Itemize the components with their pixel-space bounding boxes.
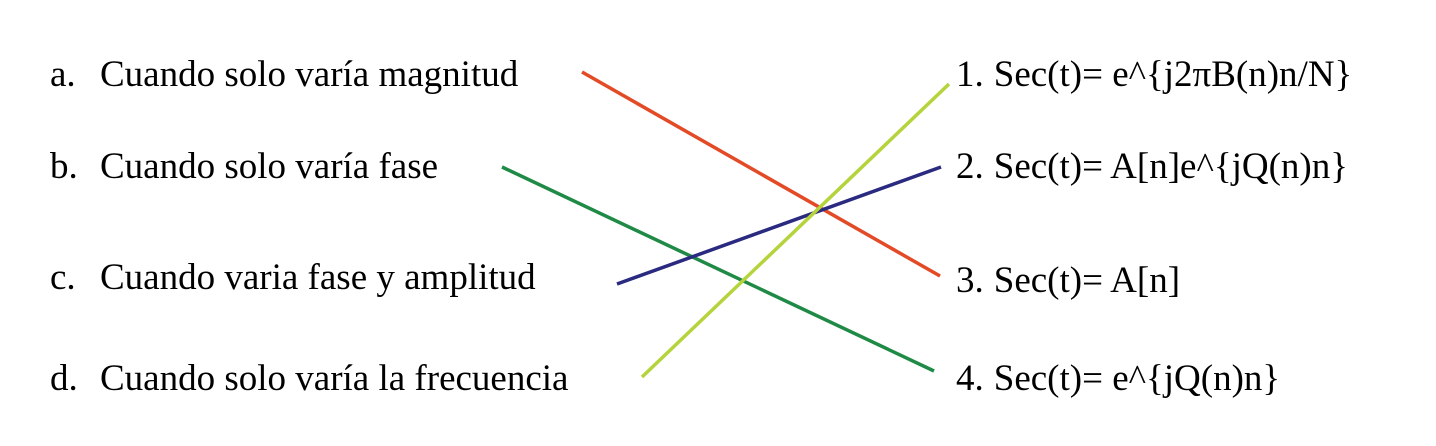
formula-text: Sec(t)= e^{j2πB(n)n/N}	[993, 54, 1353, 95]
item-marker: b.	[50, 146, 78, 187]
item-text: Cuando solo varía la frecuencia	[100, 358, 569, 399]
right-item-1: 1.Sec(t)= e^{j2πB(n)n/N}	[956, 56, 1352, 93]
item-marker: 2.	[956, 146, 984, 187]
item-text: Cuando varia fase y amplitud	[100, 257, 536, 298]
right-item-4: 4.Sec(t)= e^{jQ(n)n}	[956, 360, 1280, 397]
item-marker: 3.	[956, 260, 984, 301]
formula-text: Sec(t)= e^{jQ(n)n}	[993, 358, 1281, 399]
left-item-c: c. Cuando varia fase y amplitud	[50, 259, 536, 296]
connector-b-to-4	[501, 165, 935, 373]
left-item-b: b. Cuando solo varía fase	[50, 148, 438, 185]
item-marker: 4.	[956, 358, 984, 399]
item-marker: a.	[50, 54, 76, 95]
left-item-a: a. Cuando solo varía magnitud	[50, 56, 518, 93]
item-marker: d.	[50, 358, 78, 399]
item-marker: c.	[50, 257, 76, 298]
item-text: Cuando solo varía magnitud	[100, 54, 519, 95]
right-item-3: 3.Sec(t)= A[n]	[956, 262, 1180, 299]
formula-text: Sec(t)= A[n]	[993, 260, 1181, 301]
formula-text: Sec(t)= A[n]e^{jQ(n)n}	[993, 146, 1348, 187]
item-text: Cuando solo varía fase	[100, 146, 439, 187]
item-marker: 1.	[956, 54, 984, 95]
connector-c-to-2	[616, 165, 942, 286]
connector-d-to-1	[640, 82, 951, 379]
connector-a-to-3	[581, 70, 941, 278]
right-item-2: 2.Sec(t)= A[n]e^{jQ(n)n}	[956, 148, 1348, 185]
left-item-d: d. Cuando solo varía la frecuencia	[50, 360, 568, 397]
